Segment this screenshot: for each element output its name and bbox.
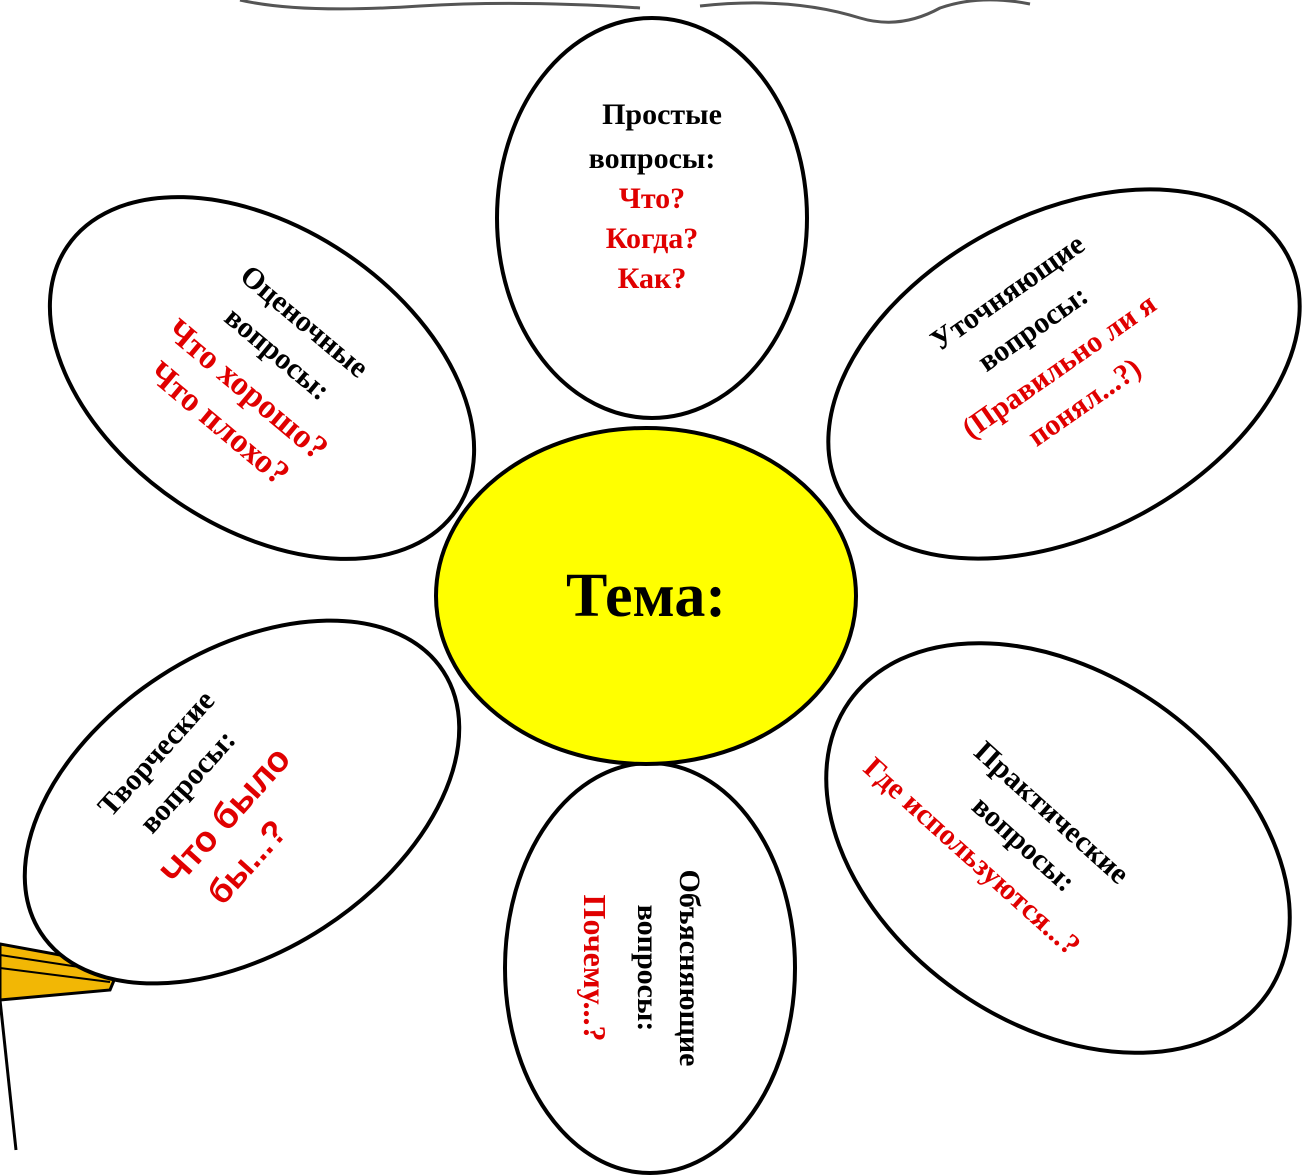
- petal-practical-outline: [824, 641, 1292, 1055]
- pencil-illustration: [0, 942, 123, 1151]
- petal-evaluative-questions: Оценочные вопросы: Что хорошо? Что плохо…: [47, 195, 477, 561]
- center-disc: [434, 426, 858, 766]
- petal-explanatory-questions: Объясняющие вопросы: Почему...?: [503, 761, 797, 1175]
- petal-clarifying-outline: [826, 187, 1302, 561]
- petal-evaluative-outline: [47, 195, 477, 561]
- petal-simple-questions: Простые вопросы: Что? Когда? Как?: [495, 16, 809, 420]
- center-topic-label: Тема:: [566, 562, 726, 630]
- petal-simple-example-2: Когда?: [606, 222, 699, 255]
- cropped-heading-fragment: [239, 0, 1031, 24]
- petal-simple-example-1: Что?: [619, 182, 685, 215]
- flower-center: Тема:: [434, 426, 858, 766]
- petal-explanatory-title-2: вопросы:: [631, 905, 664, 1032]
- petal-simple-example-3: Как?: [618, 262, 687, 295]
- petal-explanatory-example-1: Почему...?: [577, 895, 613, 1042]
- petal-simple-outline: [495, 16, 809, 420]
- petal-simple-title-2: вопросы:: [589, 142, 716, 175]
- petal-explanatory-title-1: Объясняющие: [673, 870, 706, 1067]
- petal-creative-questions: Творческие вопросы: Что было бы...?: [22, 618, 462, 986]
- petal-creative-outline: [22, 618, 462, 986]
- petal-simple-title-1: Простые: [602, 98, 722, 131]
- petal-practical-questions: Практические вопросы: Где используются..…: [824, 641, 1292, 1055]
